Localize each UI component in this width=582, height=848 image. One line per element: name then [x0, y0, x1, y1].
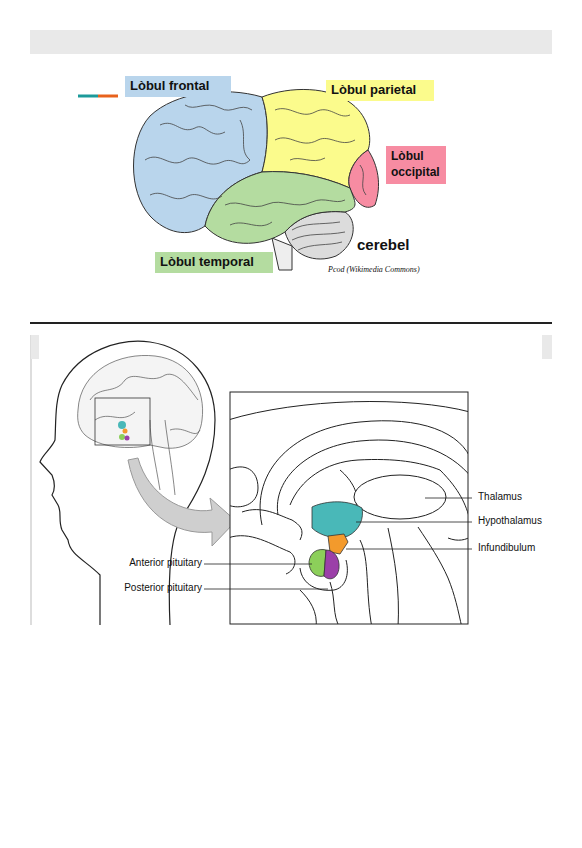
zoom-arrow — [128, 458, 236, 546]
zoom-box — [95, 398, 150, 445]
lobe-name: Lòbul parietal — [331, 82, 429, 98]
part-label: cerebel — [357, 236, 410, 253]
gyri — [145, 105, 366, 250]
accent-mark — [98, 95, 118, 98]
mini-infundibulum — [123, 429, 128, 434]
header-bar — [30, 30, 552, 54]
part-label: Hypothalamus — [478, 515, 542, 526]
frame-corner — [542, 335, 552, 359]
mini-pituitary — [125, 436, 130, 441]
credit-note: Pcod (Wikimedia Commons) — [328, 265, 420, 274]
accent-mark — [78, 95, 98, 98]
lobe-name: Lòbul temporal — [160, 254, 268, 270]
brain-lateral — [134, 89, 379, 270]
lobe-name: Lòbul occipital — [391, 148, 441, 180]
part-label: Infundibulum — [478, 542, 535, 553]
leader-lines — [204, 498, 472, 589]
head-outline — [40, 341, 215, 625]
lobe-label-box: Lòbul occipital — [386, 146, 446, 184]
separator — [30, 322, 552, 324]
part-label: Anterior pituitary — [129, 557, 202, 568]
frame-edge — [31, 335, 32, 625]
frame-corner — [31, 335, 39, 359]
mini-hypothalamus — [118, 421, 126, 429]
part-label: Posterior pituitary — [124, 582, 202, 593]
sagittal-section — [230, 402, 468, 624]
lobe-label-box: Lòbul frontal — [125, 76, 231, 97]
lobe-name: Lòbul frontal — [130, 78, 226, 94]
lobe-label-box: Lòbul parietal — [326, 80, 434, 101]
part-label: Thalamus — [478, 491, 522, 502]
mini-pituitary — [119, 434, 125, 440]
lobe-label-box: Lòbul temporal — [155, 252, 273, 273]
